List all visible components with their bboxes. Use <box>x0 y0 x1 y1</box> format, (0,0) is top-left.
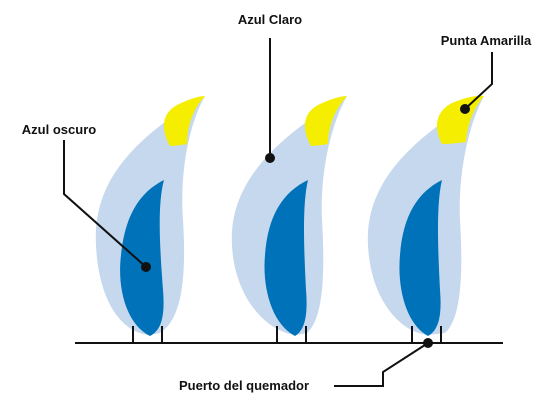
flame-tip-yellow <box>436 95 484 144</box>
leader-light-blue <box>265 38 275 163</box>
inner-flame-dark-blue <box>120 180 164 336</box>
leader-burner-port <box>334 338 433 387</box>
label-yellow-tip: Punta Amarilla <box>441 33 532 48</box>
inner-flame-dark-blue <box>264 180 308 336</box>
flame-tip-yellow <box>163 96 205 146</box>
leader-yellow-tip <box>460 52 493 114</box>
leader-dark-blue <box>63 140 151 272</box>
inner-flame-dark-blue <box>399 180 442 336</box>
flame-2 <box>231 96 347 343</box>
label-dark-blue: Azul oscuro <box>22 122 96 137</box>
flame-1 <box>95 96 205 343</box>
flame-3 <box>367 95 484 343</box>
label-light-blue: Azul Claro <box>238 12 302 27</box>
flame-tip-yellow <box>304 96 347 146</box>
label-burner-port: Puerto del quemador <box>179 378 309 393</box>
